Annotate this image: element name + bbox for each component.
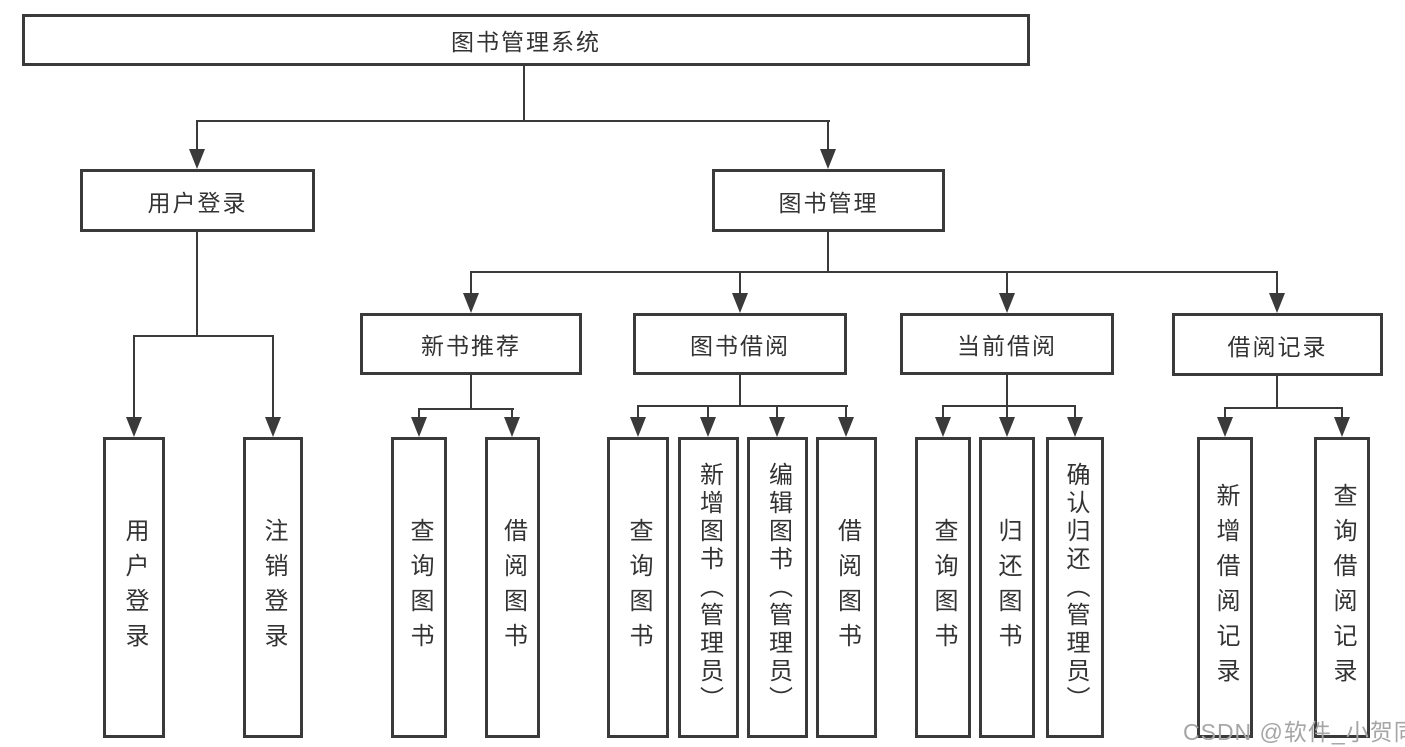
node-book-borrowing: 图书借阅 bbox=[633, 313, 847, 375]
leaf-query-books-nbr: 查询图书 bbox=[391, 437, 447, 738]
connector-stub-newbookrec bbox=[470, 271, 472, 295]
arrow-down-icon bbox=[732, 293, 748, 313]
leaf-borrow-books-bb-label: 借阅图书 bbox=[833, 517, 861, 658]
leaf-confirm-return-admin-label: 确认归还（管理员） bbox=[1062, 461, 1089, 714]
leaf-user-login-label: 用户登录 bbox=[121, 517, 148, 658]
node-book-management: 图书管理 bbox=[712, 169, 945, 232]
arrow-down-icon bbox=[126, 417, 142, 437]
connector-stub-leaf bbox=[776, 405, 778, 419]
connector-bb-drop bbox=[739, 375, 741, 407]
leaf-logout: 注销登录 bbox=[243, 437, 303, 738]
arrow-down-icon bbox=[630, 417, 646, 437]
node-root: 图书管理系统 bbox=[22, 14, 1030, 66]
arrow-down-icon bbox=[820, 149, 836, 169]
leaf-logout-label: 注销登录 bbox=[260, 517, 287, 658]
leaf-add-books-admin: 新增图书（管理员） bbox=[678, 437, 739, 738]
connector-nbr-spread bbox=[418, 408, 514, 410]
leaf-borrow-books-bb: 借阅图书 bbox=[816, 437, 877, 738]
arrow-down-icon bbox=[463, 293, 479, 313]
arrow-down-icon bbox=[411, 417, 427, 437]
connector-stub-leaf bbox=[511, 408, 513, 420]
connector-stub-leaf bbox=[1006, 405, 1008, 419]
node-user-login: 用户登录 bbox=[80, 169, 315, 232]
leaf-return-books: 归还图书 bbox=[979, 437, 1035, 738]
connector-stub-leaf bbox=[707, 405, 709, 419]
watermark: CSDN @软件_小贺同学 bbox=[1183, 719, 1405, 745]
connector-nbr-drop bbox=[470, 375, 472, 410]
arrow-down-icon bbox=[189, 149, 205, 169]
node-borrowing-records-label: 借阅记录 bbox=[1227, 333, 1328, 360]
leaf-add-books-admin-label: 新增图书（管理员） bbox=[695, 461, 723, 714]
leaf-query-books-bb: 查询图书 bbox=[607, 437, 669, 738]
arrow-down-icon bbox=[838, 417, 854, 437]
leaf-edit-books-admin: 编辑图书（管理员） bbox=[747, 437, 808, 738]
connector-stub-currentborrow bbox=[1006, 271, 1008, 295]
leaf-confirm-return-admin: 确认归还（管理员） bbox=[1046, 437, 1104, 738]
connector-bookmgmt-spread bbox=[470, 271, 1278, 273]
leaf-add-borrow-record: 新增借阅记录 bbox=[1197, 437, 1253, 738]
node-current-borrowing: 当前借阅 bbox=[900, 313, 1114, 375]
arrow-down-icon bbox=[504, 417, 520, 437]
connector-cb-drop bbox=[1006, 375, 1008, 407]
connector-stub-bookborrow bbox=[739, 271, 741, 295]
connector-bookmgmt-drop bbox=[827, 232, 829, 273]
node-book-borrowing-label: 图书借阅 bbox=[690, 333, 790, 359]
leaf-borrow-books-nbr: 借阅图书 bbox=[485, 437, 540, 738]
leaf-query-books-nbr-label: 查询图书 bbox=[406, 517, 433, 658]
connector-stub-leaf bbox=[845, 405, 847, 419]
arrow-down-icon bbox=[1334, 417, 1350, 437]
connector-stub-book-mgmt bbox=[827, 120, 829, 150]
node-root-label: 图书管理系统 bbox=[451, 29, 601, 55]
leaf-query-borrow-record: 查询借阅记录 bbox=[1314, 437, 1370, 738]
connector-stub-leaf bbox=[942, 405, 944, 419]
leaf-add-borrow-record-label: 新增借阅记录 bbox=[1212, 482, 1239, 693]
connector-root-drop bbox=[523, 66, 525, 122]
connector-stub-borrowrecords bbox=[1276, 271, 1278, 295]
leaf-query-books-cb-label: 查询图书 bbox=[930, 517, 957, 658]
leaf-query-borrow-record-label: 查询借阅记录 bbox=[1329, 482, 1356, 693]
node-user-login-label: 用户登录 bbox=[147, 189, 248, 216]
node-borrowing-records: 借阅记录 bbox=[1172, 313, 1383, 376]
connector-stub-leaf bbox=[133, 335, 135, 419]
arrow-down-icon bbox=[1067, 417, 1083, 437]
connector-stub-leaf bbox=[1341, 407, 1343, 419]
connector-bb-spread bbox=[637, 405, 848, 407]
node-new-book-recommendation: 新书推荐 bbox=[360, 313, 582, 375]
arrow-down-icon bbox=[1269, 293, 1285, 313]
leaf-user-login: 用户登录 bbox=[103, 437, 165, 738]
connector-userlogin-drop bbox=[196, 232, 198, 337]
connector-stub-leaf bbox=[272, 335, 274, 419]
leaf-query-books-bb-label: 查询图书 bbox=[625, 517, 652, 658]
arrow-down-icon bbox=[1217, 417, 1233, 437]
leaf-query-books-cb: 查询图书 bbox=[915, 437, 971, 738]
connector-stub-leaf bbox=[637, 405, 639, 419]
connector-stub-leaf bbox=[1074, 405, 1076, 419]
leaf-return-books-label: 归还图书 bbox=[994, 517, 1021, 658]
node-book-management-label: 图书管理 bbox=[778, 189, 879, 216]
arrow-down-icon bbox=[265, 417, 281, 437]
connector-cb-spread bbox=[942, 405, 1076, 407]
arrow-down-icon bbox=[999, 293, 1015, 313]
arrow-down-icon bbox=[769, 417, 785, 437]
arrow-down-icon bbox=[700, 417, 716, 437]
connector-stub-leaf bbox=[1224, 407, 1226, 419]
leaf-edit-books-admin-label: 编辑图书（管理员） bbox=[764, 461, 792, 714]
arrow-down-icon bbox=[999, 417, 1015, 437]
node-current-borrowing-label: 当前借阅 bbox=[957, 333, 1057, 359]
connector-userlogin-spread bbox=[133, 335, 274, 337]
connector-stub-leaf bbox=[418, 408, 420, 420]
leaf-borrow-books-nbr-label: 借阅图书 bbox=[499, 517, 527, 658]
connector-br-spread bbox=[1224, 407, 1343, 409]
connector-br-drop bbox=[1276, 376, 1278, 409]
connector-stub-user-login bbox=[196, 120, 198, 150]
arrow-down-icon bbox=[935, 417, 951, 437]
connector-root-spread bbox=[196, 120, 830, 122]
node-new-book-recommendation-label: 新书推荐 bbox=[421, 333, 521, 359]
